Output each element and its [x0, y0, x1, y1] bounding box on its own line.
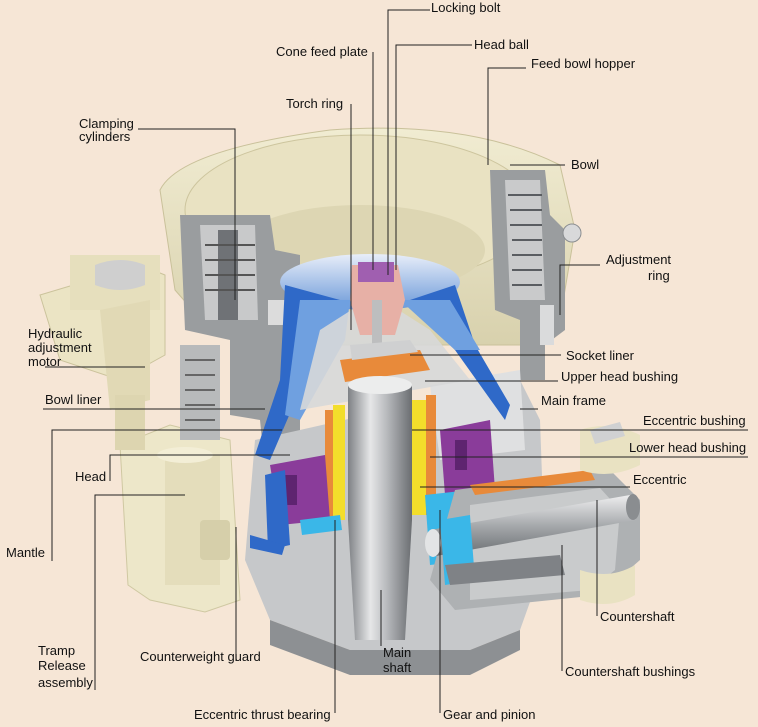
label-tramp-1: Tramp [38, 643, 76, 658]
label-bowl: Bowl [571, 157, 600, 172]
label-bowl-liner: Bowl liner [45, 392, 102, 407]
label-head-ball: Head ball [474, 37, 529, 52]
label-torch-ring: Torch ring [286, 96, 344, 111]
hydraulic-motor-shape [39, 255, 166, 450]
label-main-frame: Main frame [541, 393, 607, 408]
label-socket-liner: Socket liner [566, 348, 634, 363]
label-adjustment-ring-2: ring [648, 268, 670, 283]
label-eccentric-thrust-bearing: Eccentric thrust bearing [194, 707, 331, 722]
main-shaft-shape [348, 376, 412, 640]
left-section [180, 215, 300, 470]
label-countershaft: Countershaft [600, 609, 675, 624]
label-countershaft-bushings: Countershaft bushings [565, 664, 696, 679]
tramp-release-assembly-shape [119, 424, 241, 613]
label-hydraulic-1: Hydraulic [28, 326, 83, 341]
label-counterweight-guard: Counterweight guard [140, 649, 261, 664]
label-gear-and-pinion: Gear and pinion [443, 707, 536, 722]
gear-and-pinion-shape [440, 515, 565, 585]
label-tramp-2: Release [38, 658, 86, 673]
label-clamping-cylinders-2: cylinders [79, 129, 131, 144]
label-head: Head [75, 469, 107, 484]
label-adjustment-ring-1: Adjustment [606, 252, 672, 267]
label-locking-bolt: Locking bolt [431, 0, 501, 15]
countershaft-shape [425, 494, 640, 557]
label-lower-head-bushing: Lower head bushing [629, 440, 747, 455]
label-tramp-3: assembly [38, 675, 93, 690]
label-feed-bowl-hopper: Feed bowl hopper [531, 56, 636, 71]
upper-head-bushing-shape [340, 340, 430, 382]
label-hydraulic-2: adjustment [28, 340, 92, 355]
mantle-shape [250, 535, 285, 555]
label-clamping-cylinders-1: Clamping [79, 116, 134, 131]
label-mantle: Mantle [6, 545, 46, 560]
label-eccentric-bushing: Eccentric bushing [643, 413, 746, 428]
label-hydraulic-3: motor [28, 354, 62, 369]
label-cone-feed-plate: Cone feed plate [276, 44, 368, 59]
leader-lines [43, 9, 748, 713]
label-main-shaft-2: shaft [383, 660, 412, 675]
label-upper-head-bushing: Upper head bushing [561, 369, 679, 384]
right-section [490, 170, 582, 380]
eccentric-shape [325, 395, 436, 520]
eccentric-bushing-shape [333, 400, 426, 520]
label-eccentric: Eccentric [633, 472, 687, 487]
label-main-shaft-1: Main [383, 645, 412, 660]
head-ball [350, 262, 405, 345]
